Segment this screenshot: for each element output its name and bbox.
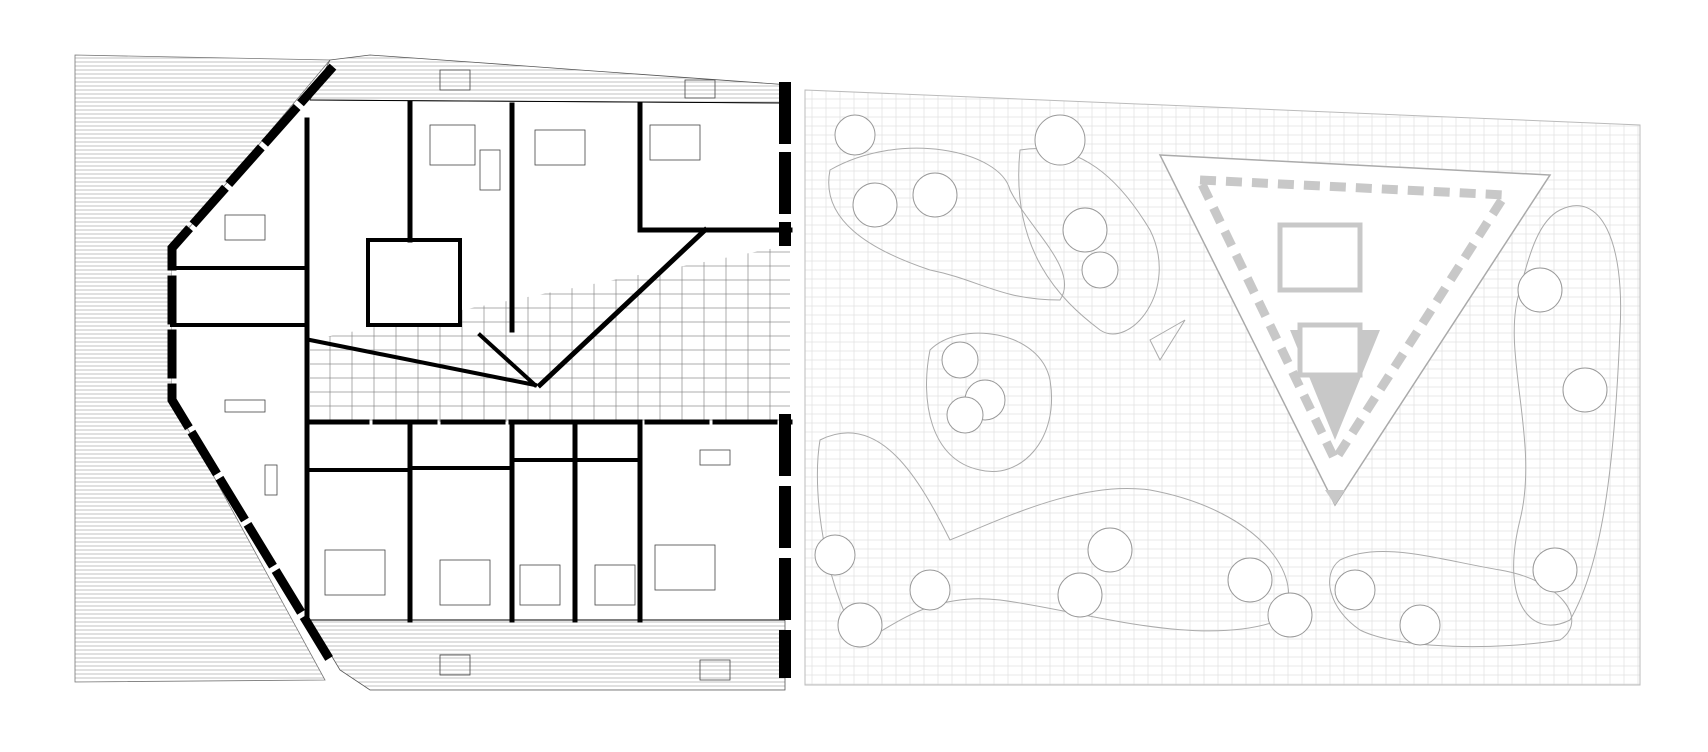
- landscape-beds: [816, 147, 1622, 648]
- trees: [814, 114, 1608, 648]
- corridor: [310, 245, 790, 422]
- triangular-tower: [1158, 154, 1552, 507]
- interior-walls: [170, 100, 793, 623]
- stair-core: [366, 238, 462, 327]
- furniture: [224, 69, 731, 681]
- balconies: [309, 54, 791, 691]
